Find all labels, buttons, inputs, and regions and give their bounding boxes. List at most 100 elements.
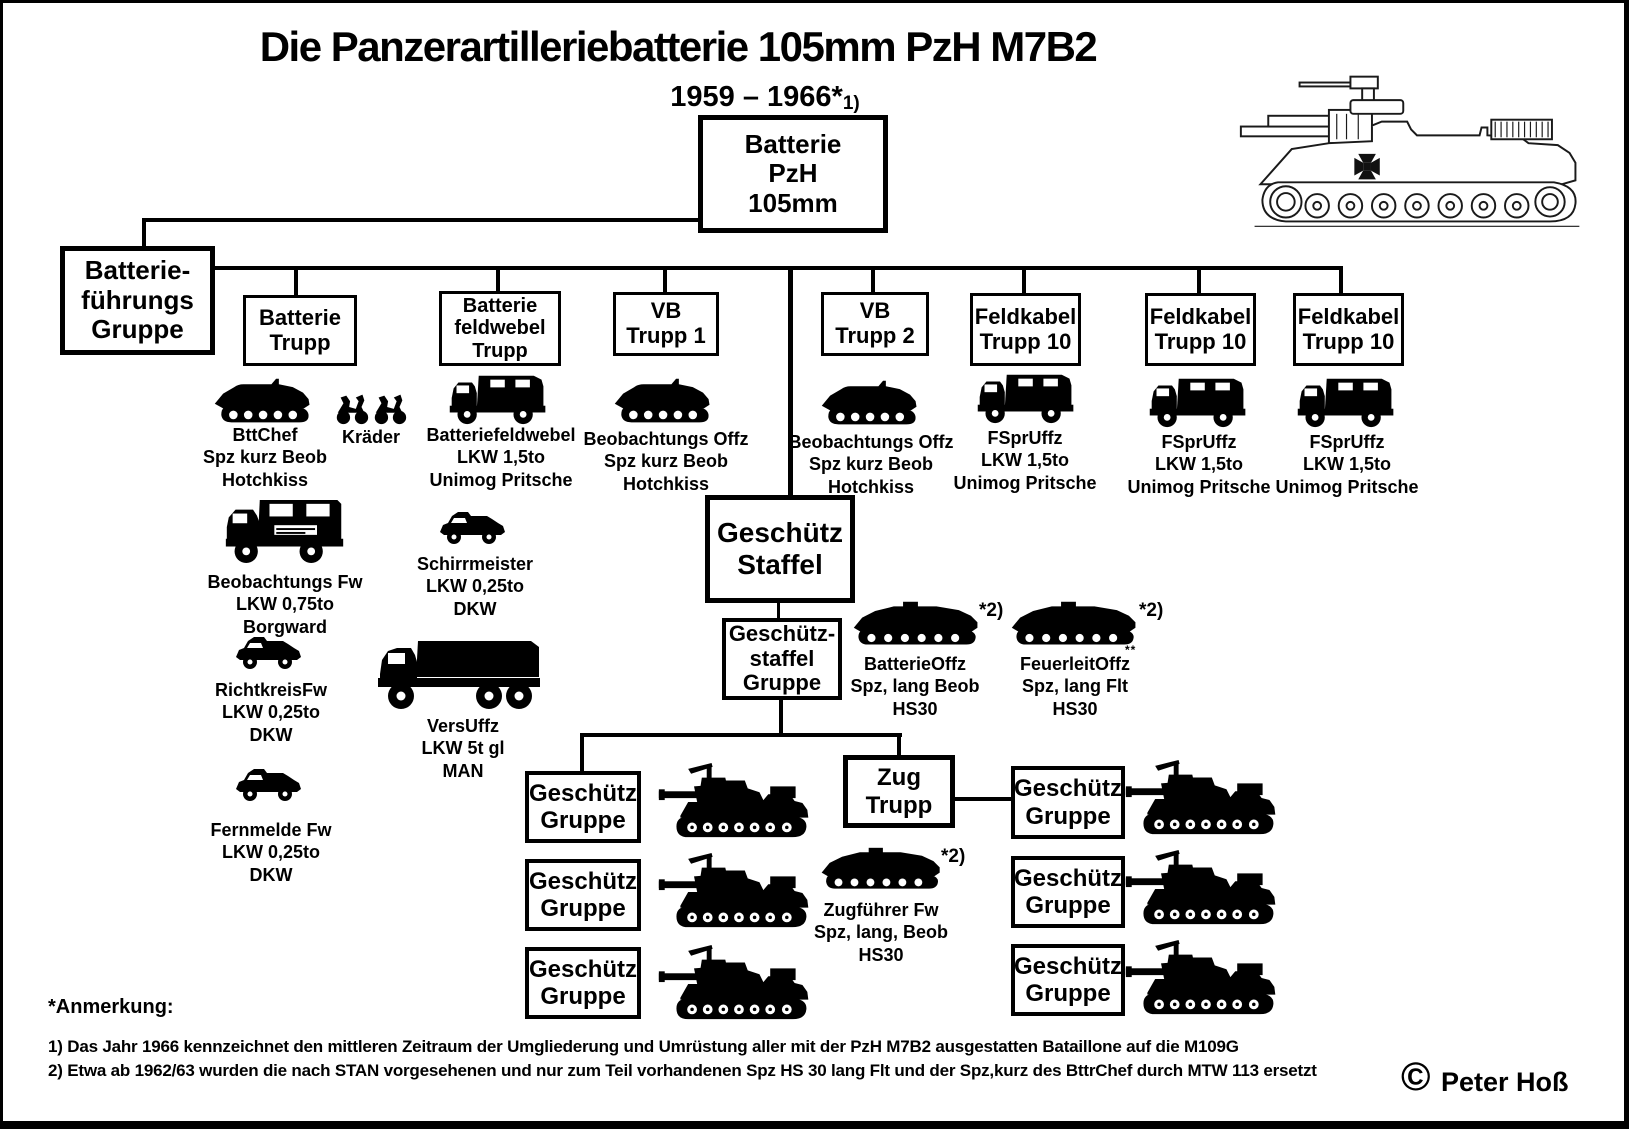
connector-drop-feldkabel3 — [1339, 266, 1343, 293]
caption-beobachtungs-offz-2: Beobachtungs Offz Spz kurz Beob Hotchkis… — [788, 432, 954, 497]
org-box-batterie-pzh-105mm: Batterie PzH 105mm — [698, 115, 888, 233]
org-box-geschuetz-gruppe-6: Geschütz Gruppe — [1011, 944, 1125, 1016]
spz-hotchkiss-icon — [815, 377, 927, 429]
connector-drop-vb1 — [663, 266, 667, 292]
org-box-label: Batterie Trupp — [259, 304, 341, 355]
m7b2-line-drawing-icon — [1235, 65, 1595, 237]
org-box-label: VB Trupp 1 — [626, 298, 706, 348]
org-box-feldkabel-trupp-2: Feldkabel Trupp 10 — [1145, 293, 1256, 366]
caption-zugfuehrer-fw: Zugführer Fw Spz, lang, Beob HS30 — [813, 900, 949, 965]
connector-staffel-to-gruppe — [777, 603, 780, 618]
kraeder-icon — [333, 388, 409, 426]
subtitle-years: 1959 – 1966* — [670, 81, 843, 113]
org-box-geschuetz-gruppe-5: Geschütz Gruppe — [1011, 856, 1125, 928]
caption-fspruffz-2: FSprUffz LKW 1,5to Unimog Pritsche — [1127, 432, 1271, 497]
org-box-batteriefeldwebel-trupp: Batterie feldwebel Trupp — [439, 291, 561, 366]
connector-bus-level3 — [580, 733, 902, 737]
caption-feuerleit-offz: FeuerleitOffz Spz, lang Flt HS30 — [1019, 654, 1131, 719]
caption-fernmelde-fw: Fernmelde Fw LKW 0,25to DKW — [210, 820, 332, 885]
connector-bfg-drop — [142, 218, 146, 246]
connector-drop-zug-trupp — [897, 733, 901, 755]
org-box-label: Batterie PzH 105mm — [744, 128, 842, 218]
caption-bttchef: BttChef Spz kurz Beob Hotchkiss — [202, 425, 328, 490]
org-box-batteriefuehrungs-gruppe: Batterie- führungs Gruppe — [60, 246, 215, 355]
dkw-jeep-icon — [233, 763, 307, 805]
org-box-geschuetz-gruppe-2: Geschütz Gruppe — [525, 859, 641, 931]
connector-drop-vb2 — [871, 266, 875, 292]
org-box-feldkabel-trupp-1: Feldkabel Trupp 10 — [970, 293, 1081, 366]
m7-howitzer-icon — [1125, 848, 1283, 932]
footnote-heading: *Anmerkung: — [48, 996, 174, 1018]
caption-fspruffz-1: FSprUffz LKW 1,5to Unimog Pritsche — [953, 428, 1097, 493]
connector-trunk-staffel — [788, 266, 793, 495]
page-subtitle: 1959 – 1966*1) — [615, 81, 915, 114]
page-title: Die Panzerartilleriebatterie 105mm PzH M… — [259, 23, 1098, 70]
footnote2-marker: *2) — [979, 600, 1004, 621]
subtitle-footnote-ref: 1) — [842, 93, 860, 114]
org-box-label: Geschütz Gruppe — [528, 955, 638, 1010]
org-box-label: Geschütz Gruppe — [528, 779, 638, 834]
org-box-geschuetz-gruppe-4: Geschütz Gruppe — [1011, 766, 1125, 839]
caption-batteriefeldwebel: Batteriefeldwebel LKW 1,5to Unimog Prits… — [426, 425, 576, 490]
borgward-box-truck-icon — [221, 495, 349, 567]
org-box-label: Geschütz Gruppe — [528, 867, 638, 922]
connector-bus-level2 — [215, 266, 1343, 270]
unimog-truck-icon — [443, 370, 555, 426]
connector-drop-feldkabel1 — [1022, 266, 1026, 293]
double-star-mark: ** — [1125, 643, 1137, 657]
org-box-label: Zug Trupp — [865, 764, 933, 819]
connector-zug-to-gg-right — [955, 797, 1011, 801]
m7-howitzer-icon — [658, 761, 816, 845]
copyright-icon: © — [1401, 1055, 1431, 1099]
org-box-label: Feldkabel Trupp 10 — [1149, 303, 1252, 354]
m7-howitzer-icon — [1125, 938, 1283, 1022]
connector-drop-batterie-trupp — [294, 266, 298, 295]
hs30-spz-icon — [1009, 600, 1141, 650]
org-box-vb-trupp-1: VB Trupp 1 — [613, 292, 719, 356]
org-box-label: Feldkabel Trupp 10 — [1297, 303, 1400, 354]
connector-drop-batteriefeldwebel — [496, 266, 500, 291]
m7-howitzer-icon — [658, 851, 816, 935]
org-box-geschuetzstaffel-gruppe: Geschütz- staffel Gruppe — [722, 618, 842, 700]
dkw-jeep-icon — [437, 506, 511, 548]
footnote2-marker: *2) — [941, 846, 966, 867]
org-box-label: Geschütz Staffel — [716, 517, 844, 580]
caption-batterie-offz: BatterieOffz Spz, lang Beob HS30 — [850, 654, 980, 719]
org-box-label: Batterie- führungs Gruppe — [81, 255, 194, 345]
unimog-truck-icon — [971, 369, 1083, 425]
org-box-label: Geschütz- staffel Gruppe — [728, 620, 836, 696]
caption-kraeder: Kräder — [341, 427, 401, 447]
org-box-vb-trupp-2: VB Trupp 2 — [821, 292, 929, 356]
m7-howitzer-icon — [1125, 758, 1283, 842]
org-box-zug-trupp: Zug Trupp — [843, 755, 955, 828]
org-box-geschuetz-staffel: Geschütz Staffel — [705, 495, 855, 603]
org-box-label: VB Trupp 2 — [835, 298, 915, 348]
caption-versuffz: VersUffz LKW 5t gl MAN — [421, 716, 505, 781]
org-box-batterie-trupp: Batterie Trupp — [243, 295, 357, 366]
org-box-feldkabel-trupp-3: Feldkabel Trupp 10 — [1293, 293, 1404, 366]
caption-beobachtungs-offz-1: Beobachtungs Offz Spz kurz Beob Hotchkis… — [583, 429, 749, 494]
org-box-label: Batterie feldwebel Trupp — [454, 294, 546, 362]
footnote-2: 2) Etwa ab 1962/63 wurden die nach STAN … — [48, 1061, 1317, 1080]
caption-beobachtungs-fw: Beobachtungs Fw LKW 0,75to Borgward — [207, 572, 363, 637]
org-box-geschuetz-gruppe-3: Geschütz Gruppe — [525, 947, 641, 1019]
footnote-1: 1) Das Jahr 1966 kennzeichnet den mittle… — [48, 1037, 1239, 1056]
connector-drop-gg-left — [580, 733, 584, 771]
org-box-label: Geschütz Gruppe — [1013, 775, 1123, 830]
credit-name: Peter Hoß — [1441, 1067, 1569, 1097]
org-box-label: Feldkabel Trupp 10 — [974, 303, 1077, 354]
dkw-jeep-icon — [233, 631, 307, 673]
hs30-spz-icon — [819, 846, 945, 894]
org-box-geschuetz-gruppe-1: Geschütz Gruppe — [525, 771, 641, 843]
connector-root-to-bfg — [144, 218, 698, 222]
connector-drop-feldkabel2 — [1197, 266, 1201, 293]
unimog-truck-icon — [1143, 373, 1255, 429]
footnote2-marker: *2) — [1139, 600, 1164, 621]
connector-gruppe-to-bus3 — [779, 700, 783, 733]
m7-howitzer-icon — [658, 943, 816, 1027]
unimog-truck-icon — [1291, 373, 1403, 429]
caption-richtkreis-fw: RichtkreisFw LKW 0,25to DKW — [214, 680, 328, 745]
org-box-label: Geschütz Gruppe — [1013, 864, 1123, 919]
caption-fspruffz-3: FSprUffz LKW 1,5to Unimog Pritsche — [1275, 432, 1419, 497]
